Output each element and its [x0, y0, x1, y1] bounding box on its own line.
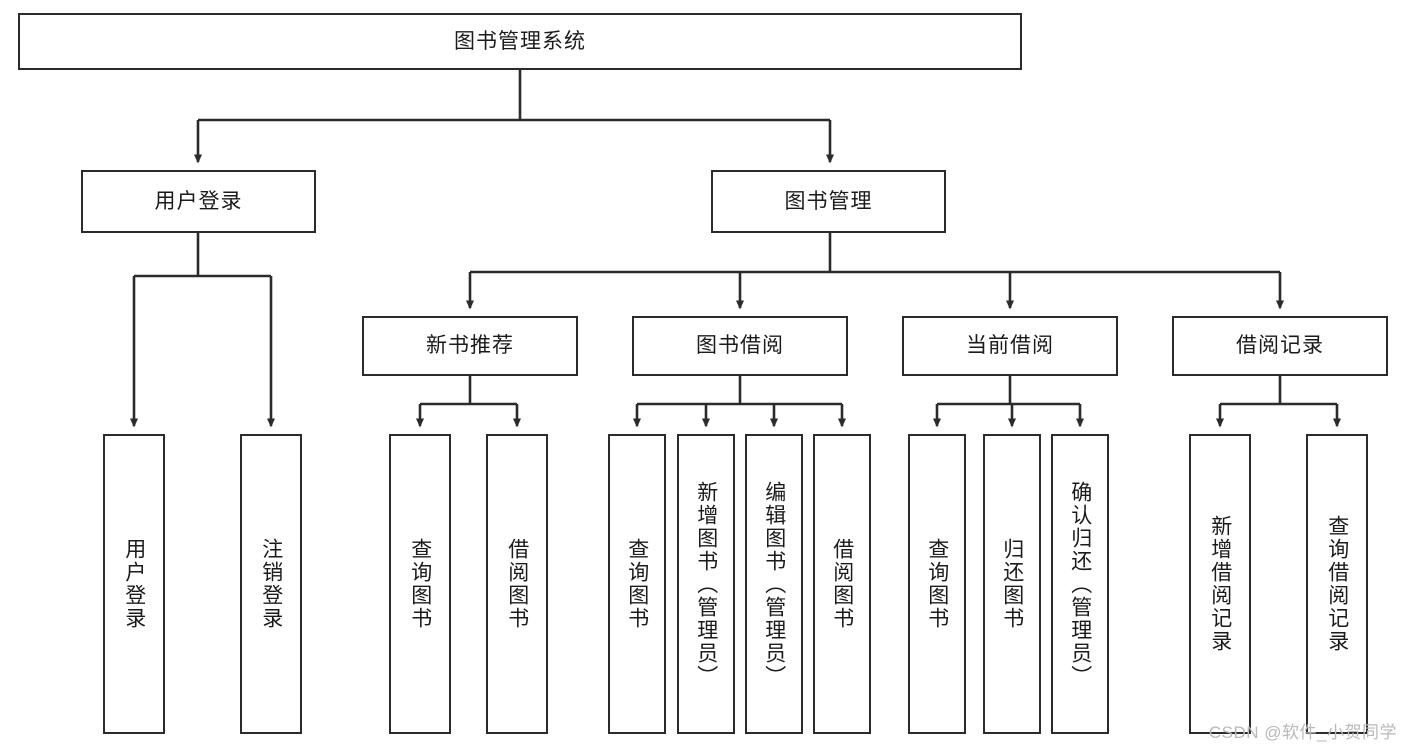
node-leaf-confirm-return-admin-label: 确认归还（管理员） — [1068, 480, 1092, 688]
node-leaf-logout-login[interactable]: 注销登录 — [240, 434, 302, 734]
node-leaf-edit-book-admin-label: 编辑图书（管理员） — [762, 480, 786, 688]
node-leaf-add-borrow-record-label: 新增借阅记录 — [1208, 515, 1232, 653]
node-leaf-query-book-1[interactable]: 查询图书 — [389, 434, 451, 734]
node-root-label: 图书管理系统 — [454, 29, 586, 53]
node-root[interactable]: 图书管理系统 — [18, 13, 1022, 70]
node-current-borrow-label: 当前借阅 — [966, 334, 1054, 358]
node-leaf-query-borrow-record[interactable]: 查询借阅记录 — [1306, 434, 1368, 734]
node-user-login[interactable]: 用户登录 — [81, 170, 316, 233]
node-leaf-confirm-return-admin[interactable]: 确认归还（管理员） — [1051, 434, 1109, 734]
node-leaf-user-login-label: 用户登录 — [122, 538, 146, 630]
node-book-borrow[interactable]: 图书借阅 — [632, 316, 848, 376]
node-leaf-return-book-label: 归还图书 — [1000, 538, 1024, 630]
node-leaf-add-book-admin-label: 新增图书（管理员） — [694, 480, 718, 688]
node-leaf-borrow-book-1[interactable]: 借阅图书 — [486, 434, 548, 734]
node-leaf-query-book-2-label: 查询图书 — [625, 538, 649, 630]
node-borrow-record-label: 借阅记录 — [1236, 334, 1324, 358]
node-borrow-record[interactable]: 借阅记录 — [1172, 316, 1388, 376]
node-leaf-edit-book-admin[interactable]: 编辑图书（管理员） — [745, 434, 803, 734]
node-leaf-borrow-book-1-label: 借阅图书 — [505, 538, 529, 630]
node-leaf-query-book-3[interactable]: 查询图书 — [908, 434, 966, 734]
node-leaf-logout-login-label: 注销登录 — [259, 538, 283, 630]
node-book-manage[interactable]: 图书管理 — [711, 170, 946, 233]
node-new-book-recommend-label: 新书推荐 — [426, 334, 514, 358]
node-user-login-label: 用户登录 — [154, 189, 243, 213]
node-leaf-borrow-book-2[interactable]: 借阅图书 — [813, 434, 871, 734]
node-current-borrow[interactable]: 当前借阅 — [902, 316, 1118, 376]
node-book-borrow-label: 图书借阅 — [696, 334, 784, 358]
node-leaf-query-book-3-label: 查询图书 — [925, 538, 949, 630]
node-leaf-return-book[interactable]: 归还图书 — [983, 434, 1041, 734]
node-leaf-add-book-admin[interactable]: 新增图书（管理员） — [677, 434, 735, 734]
node-book-manage-label: 图书管理 — [784, 189, 873, 213]
node-leaf-query-borrow-record-label: 查询借阅记录 — [1325, 515, 1349, 653]
node-new-book-recommend[interactable]: 新书推荐 — [362, 316, 578, 376]
node-leaf-user-login[interactable]: 用户登录 — [103, 434, 165, 734]
node-leaf-query-book-2[interactable]: 查询图书 — [608, 434, 666, 734]
node-leaf-add-borrow-record[interactable]: 新增借阅记录 — [1189, 434, 1251, 734]
node-leaf-borrow-book-2-label: 借阅图书 — [830, 538, 854, 630]
node-leaf-query-book-1-label: 查询图书 — [408, 538, 432, 630]
